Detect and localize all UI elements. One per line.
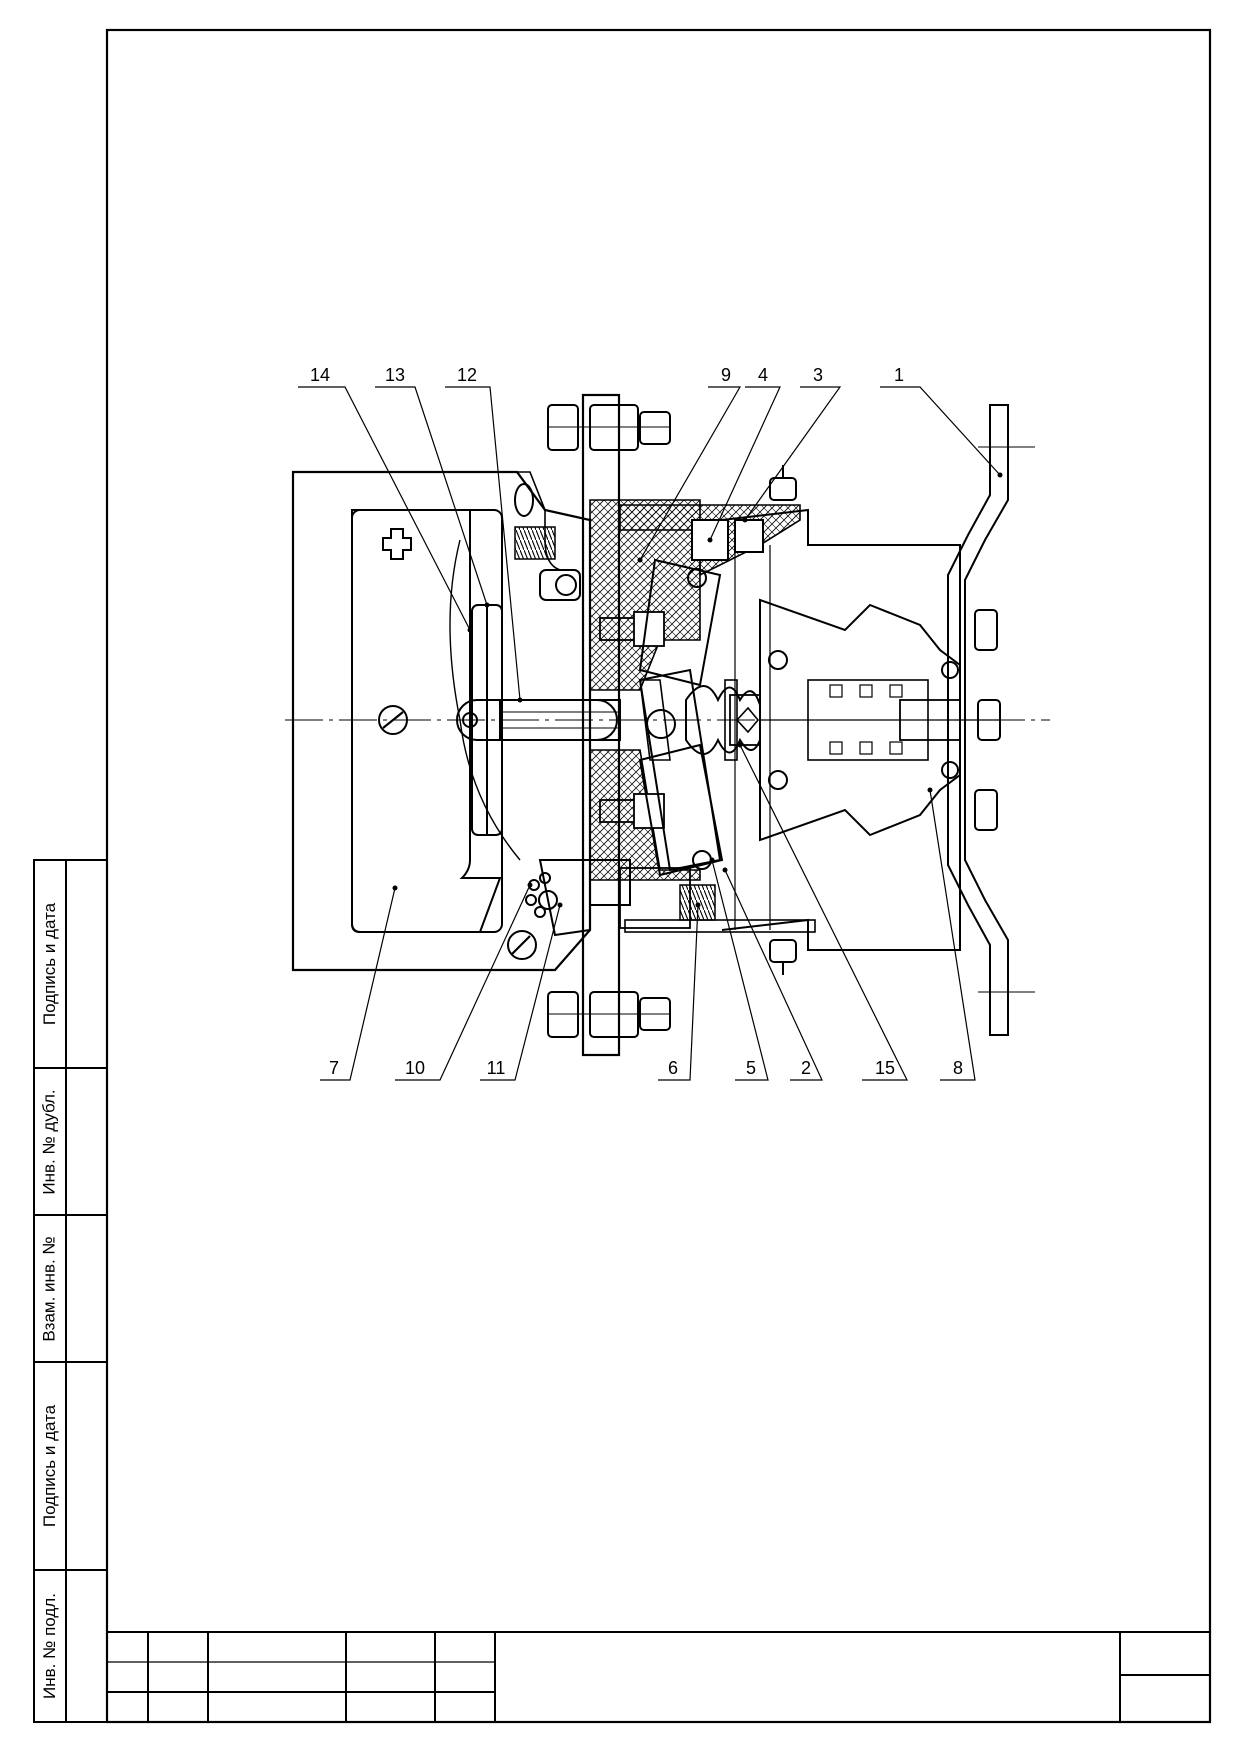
- title-block: [107, 1631, 1210, 1722]
- callout-5: 5: [746, 1058, 756, 1078]
- bolt-bottom: [547, 991, 671, 1038]
- callout-11: 11: [487, 1058, 506, 1078]
- stamp-label-inv-podl: Инв. № подл.: [40, 1593, 59, 1699]
- callout-14: 14: [310, 365, 330, 385]
- callout-1: 1: [894, 365, 904, 385]
- assembly-drawing: [285, 393, 1050, 1057]
- callout-7: 7: [329, 1058, 339, 1078]
- housing-right: [721, 508, 1001, 975]
- callout-15: 15: [875, 1058, 895, 1078]
- leader-dots: [392, 472, 1003, 908]
- stamp-cell-signature-2: Подпись и дата: [34, 860, 66, 1068]
- callouts-top: 14 13 12 9 4 3 1: [310, 365, 904, 385]
- stamp-cell-signature-1: Подпись и дата: [34, 1362, 66, 1570]
- callout-12: 12: [457, 365, 477, 385]
- stamp-cell-inv-podl: Инв. № подл.: [34, 1570, 66, 1722]
- stamp-label-inv-dubl: Инв. № дубл.: [40, 1088, 59, 1195]
- lever-upper: [638, 558, 722, 687]
- lever-cross: [638, 668, 722, 872]
- callout-4: 4: [758, 365, 768, 385]
- callout-9: 9: [721, 365, 731, 385]
- spring-top: [514, 526, 556, 560]
- stamp-label-signature-2: Подпись и дата: [40, 902, 59, 1026]
- stamp-cell-inv-dubl: Инв. № дубл.: [34, 1068, 66, 1215]
- housing-left: [291, 470, 592, 972]
- callout-10: 10: [405, 1058, 425, 1078]
- leader-lines: [298, 386, 1001, 1081]
- callout-6: 6: [668, 1058, 678, 1078]
- stamp-cell-vzam-inv: Взам. инв. №: [34, 1215, 66, 1362]
- callout-13: 13: [385, 365, 405, 385]
- stamp-label-vzam-inv: Взам. инв. №: [40, 1235, 60, 1342]
- side-stamp: [33, 859, 108, 1723]
- strap-1: [947, 404, 1035, 1036]
- stamp-label-signature-1: Подпись и дата: [40, 1404, 59, 1528]
- plate-9: [581, 393, 701, 1057]
- bolt-top: [547, 404, 671, 451]
- callout-8: 8: [953, 1058, 963, 1078]
- callout-2: 2: [801, 1058, 811, 1078]
- callout-3: 3: [813, 365, 823, 385]
- callouts-bottom: 7 10 11 6 5 2 15 8: [329, 1058, 963, 1078]
